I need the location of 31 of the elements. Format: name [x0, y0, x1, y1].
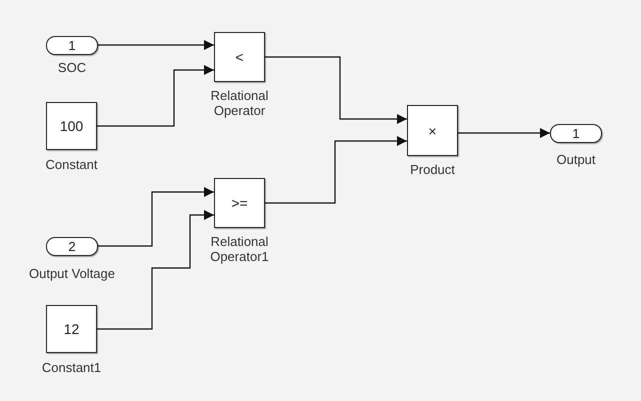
signal-arrow — [458, 128, 550, 138]
block-name: Relational Operator — [210, 88, 270, 118]
block-name: Product — [409, 162, 456, 177]
block-symbol: × — [428, 122, 437, 138]
function-block — [407, 105, 458, 156]
block-name: SOC — [56, 60, 88, 75]
port-number: 1 — [68, 38, 76, 53]
port-block — [46, 36, 98, 55]
signal-arrow — [265, 56, 407, 124]
port-block — [46, 237, 98, 256]
signal-arrow — [265, 136, 407, 204]
block-name: Constant1 — [40, 360, 102, 375]
function-block — [214, 178, 265, 228]
signal-arrow — [97, 65, 214, 127]
block-symbol: 100 — [60, 118, 84, 134]
block-name: Constant — [44, 157, 99, 172]
signal-arrow — [98, 187, 214, 247]
port-number: 2 — [68, 239, 76, 254]
block-name: Output — [555, 152, 597, 167]
function-block — [214, 32, 265, 82]
block-name: Output Voltage — [28, 266, 116, 281]
signal-arrow — [97, 210, 214, 330]
block-symbol: < — [235, 49, 244, 65]
block-symbol: >= — [231, 195, 248, 211]
block-name: Relational Operator1 — [209, 234, 270, 264]
port-number: 1 — [572, 126, 580, 141]
function-block — [46, 305, 97, 353]
port-block — [550, 124, 602, 143]
signal-arrow — [98, 40, 214, 50]
block-symbol: 12 — [64, 321, 80, 337]
function-block — [46, 102, 97, 150]
